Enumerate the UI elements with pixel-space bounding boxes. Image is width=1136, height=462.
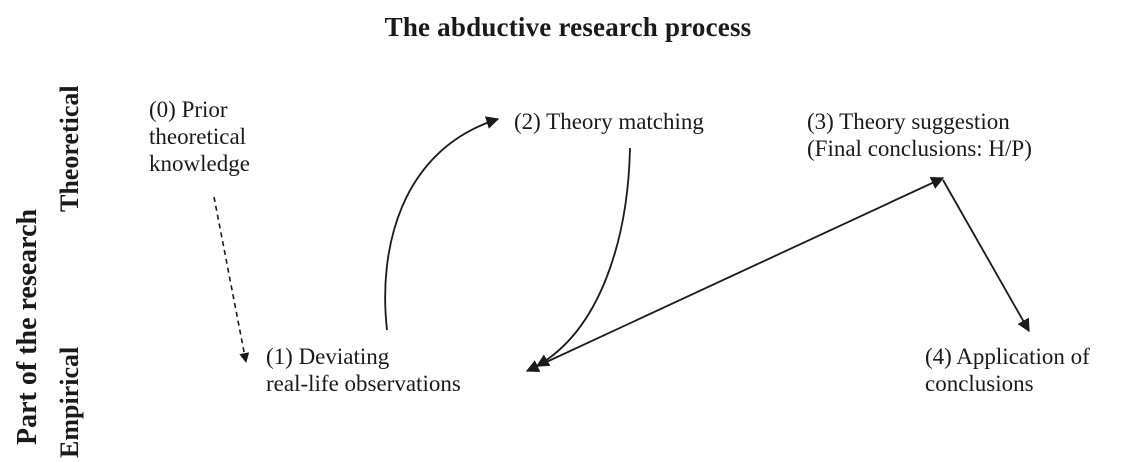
- node-application-line: (4) Application of: [925, 344, 1090, 369]
- node-prior-knowledge-line: knowledge: [149, 151, 250, 176]
- node-prior-knowledge-line: (0) Prior: [149, 97, 228, 122]
- arrow-deviating-suggestion-bidirectional: [525, 177, 945, 372]
- node-theory-suggestion-line: (3) Theory suggestion: [807, 109, 1010, 134]
- arrow-deviating-to-matching: [384, 116, 500, 331]
- node-deviating-observations: (1) Deviating real-life observations: [266, 343, 461, 397]
- arrow-suggestion-to-application: [942, 179, 1030, 333]
- node-theory-suggestion: (3) Theory suggestion (Final conclusions…: [807, 108, 1032, 162]
- diagram-title: The abductive research process: [384, 12, 752, 42]
- node-theory-matching-line: (2) Theory matching: [514, 109, 704, 134]
- arrow-matching-to-deviating: [535, 147, 631, 367]
- node-prior-knowledge-line: theoretical: [149, 124, 247, 149]
- node-application-of-conclusions: (4) Application of conclusions: [925, 343, 1090, 397]
- node-prior-knowledge: (0) Prior theoretical knowledge: [149, 96, 250, 177]
- node-application-line: conclusions: [925, 371, 1034, 396]
- node-deviating-observations-line: (1) Deviating: [266, 344, 390, 369]
- node-theory-suggestion-line: (Final conclusions: H/P): [807, 136, 1032, 161]
- node-deviating-observations-line: real-life observations: [266, 371, 461, 396]
- node-theory-matching: (2) Theory matching: [514, 108, 704, 135]
- arrow-prior-to-deviating: [213, 196, 250, 363]
